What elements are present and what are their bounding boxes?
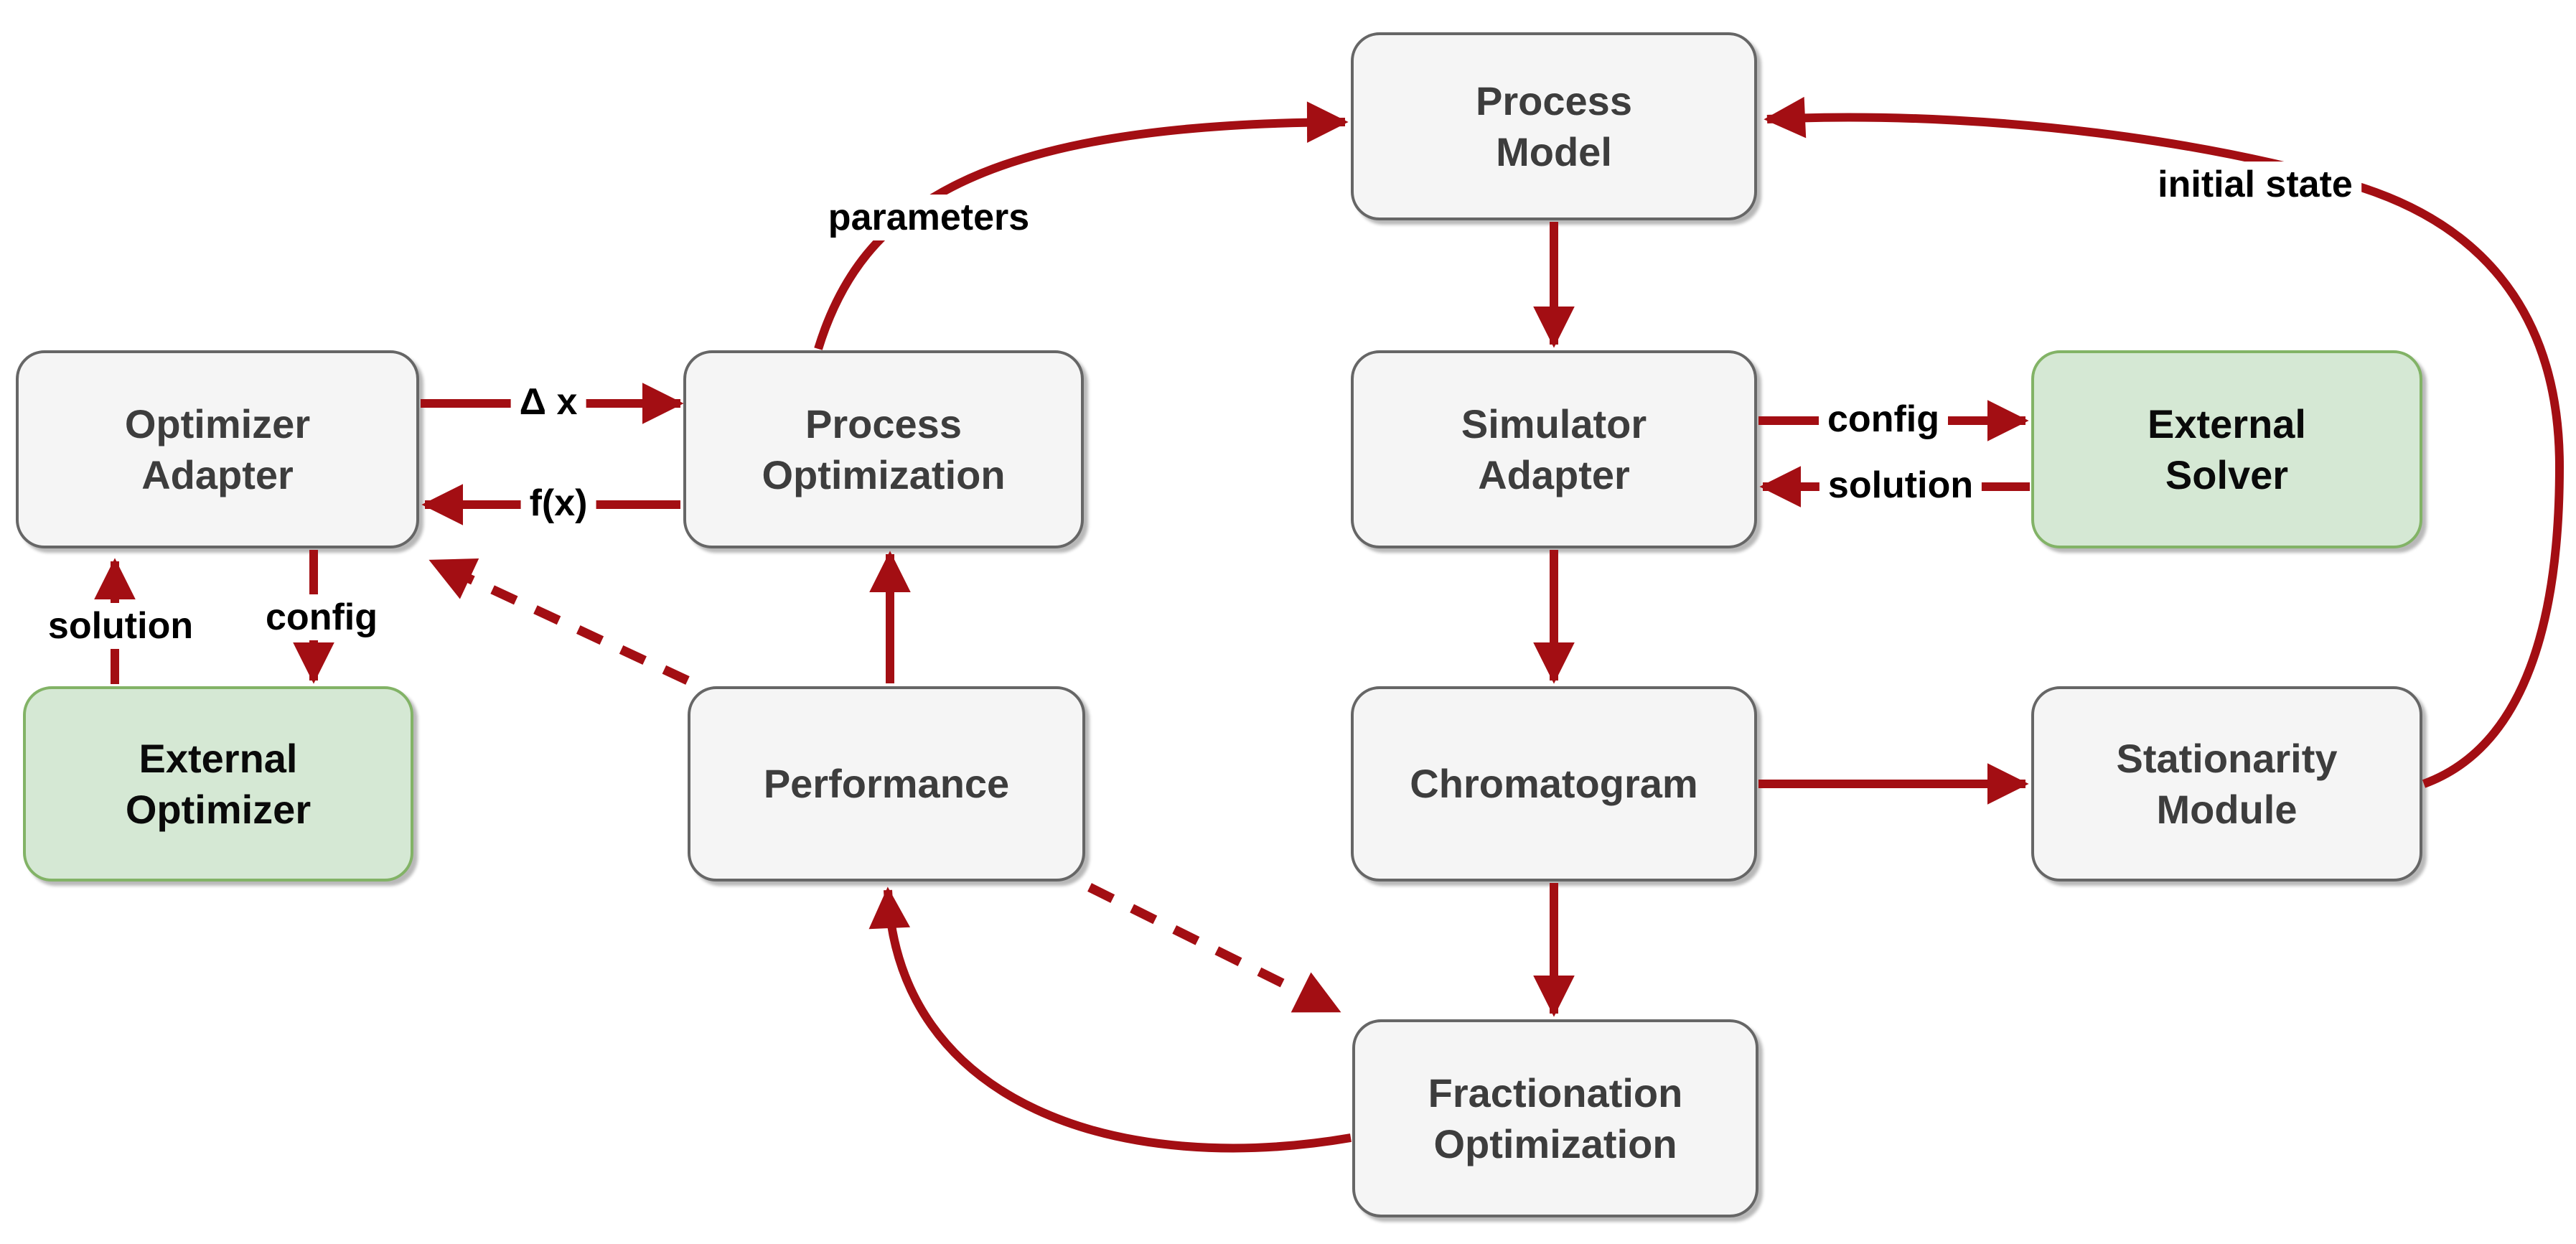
node-chromatogram: Chromatogram: [1351, 686, 1757, 881]
node-label: Process Model: [1476, 78, 1632, 174]
edge-performance-to-optimizer-adapter-dashed-arrow: [428, 557, 690, 685]
node-label: Simulator Adapter: [1461, 401, 1647, 497]
node-external-optimizer: External Optimizer: [23, 686, 413, 881]
edge-label-fx: f(x): [520, 480, 596, 526]
node-performance: Performance: [688, 686, 1085, 881]
edge-label-delta-x: Δ x: [510, 379, 586, 425]
node-optimizer-adapter: Optimizer Adapter: [16, 350, 419, 548]
edge-fractionation-to-performance-arrow: [868, 887, 1352, 1153]
node-label: Process Optimization: [762, 401, 1006, 497]
node-label: External Solver: [2148, 401, 2306, 497]
node-external-solver: External Solver: [2031, 350, 2422, 548]
node-process-model: Process Model: [1351, 32, 1757, 220]
edge-label-solution-left: solution: [39, 603, 202, 649]
edge-label-initial-state: initial state: [2149, 162, 2361, 207]
node-label: Performance: [763, 761, 1010, 807]
edge-label-parameters: parameters: [819, 195, 1039, 240]
node-label: Chromatogram: [1410, 761, 1698, 807]
node-label: External Optimizer: [125, 735, 312, 832]
edge-label-config-right: config: [1819, 396, 1948, 442]
node-label: Fractionation Optimization: [1428, 1070, 1683, 1166]
node-simulator-adapter: Simulator Adapter: [1351, 350, 1757, 548]
edge-label-solution-right: solution: [1819, 462, 1982, 508]
node-stationarity-module: Stationarity Module: [2031, 686, 2422, 881]
edge-performance-to-fractionation-dashed-arrow: [1087, 883, 1341, 1015]
node-label: Stationarity Module: [2116, 735, 2338, 832]
edge-label-config-left: config: [257, 594, 386, 640]
node-label: Optimizer Adapter: [124, 401, 311, 497]
node-fractionation-optimization: Fractionation Optimization: [1352, 1019, 1758, 1217]
node-process-optimization: Process Optimization: [683, 350, 1084, 548]
